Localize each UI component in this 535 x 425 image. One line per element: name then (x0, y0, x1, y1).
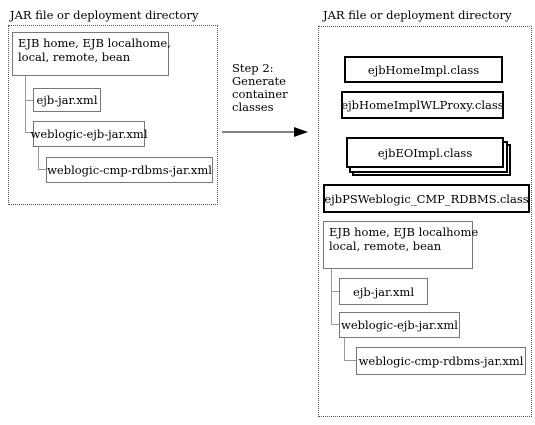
right-root-line-1: EJB home, EJB localhome (329, 225, 479, 239)
left-weblogic-cmp-box: weblogic-cmp-rdbms-jar.xml (46, 157, 213, 183)
step-2-label: Step 2: Generate container classes (232, 62, 288, 114)
step-line-2: Generate (232, 74, 286, 88)
left-tree-connector (38, 147, 39, 169)
right-tree-connector (344, 360, 356, 361)
left-root-files-box: EJB home, EJB localhome, local, remote, … (12, 32, 171, 76)
left-tree-connector (38, 169, 46, 170)
right-root-line-2: local, remote, bean (329, 239, 442, 253)
left-ejb-jar-box: ejb-jar.xml (33, 88, 101, 112)
left-tree-connector (25, 76, 26, 133)
right-ejb-jar-box: ejb-jar.xml (339, 278, 428, 305)
ps-class-box: ejbPSWeblogic_CMP_RDBMS.class (323, 184, 530, 213)
home-proxy-class-box: ejbHomeImplWLProxy.class (341, 91, 504, 119)
left-weblogic-ejb-jar-box: weblogic-ejb-jar.xml (31, 121, 148, 147)
left-panel-title: JAR file or deployment directory (10, 8, 199, 22)
right-weblogic-cmp-box: weblogic-cmp-rdbms-jar.xml (356, 347, 526, 375)
right-tree-connector (331, 269, 332, 324)
left-deployment-directory (8, 25, 218, 205)
step-line-4: classes (232, 100, 274, 114)
right-deployment-directory (318, 26, 532, 417)
right-root-files-box: EJB home, EJB localhome local, remote, b… (323, 221, 479, 269)
step-arrow (222, 127, 308, 137)
right-tree-connector (344, 338, 345, 360)
right-panel-title: JAR file or deployment directory (323, 8, 512, 22)
right-weblogic-ejb-jar-box: weblogic-ejb-jar.xml (339, 312, 460, 338)
eo-impl-class-box: ejbEOImpl.class (346, 137, 504, 168)
right-tree-connector (331, 324, 339, 325)
left-root-line-1: EJB home, EJB localhome, (18, 36, 171, 50)
left-tree-connector (25, 100, 33, 101)
left-tree-connector (25, 132, 33, 133)
right-tree-connector (331, 291, 339, 292)
step-line-1: Step 2: (232, 61, 274, 75)
step-line-3: container (232, 87, 288, 101)
home-impl-class-box: ejbHomeImpl.class (344, 56, 503, 83)
left-root-line-2: local, remote, bean (18, 50, 131, 64)
